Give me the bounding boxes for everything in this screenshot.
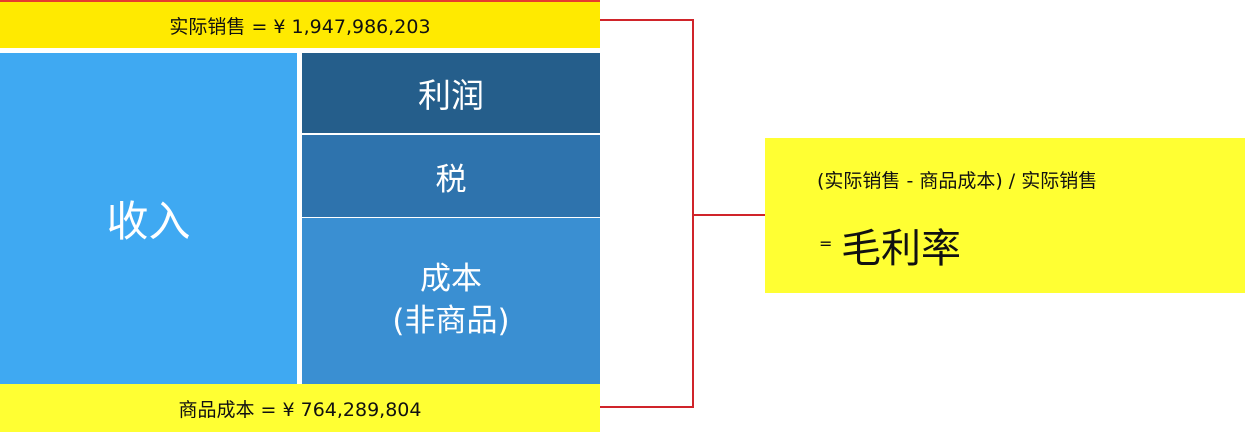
actual-sales-banner: 实际销售 = ¥ 1,947,986,203 xyxy=(0,0,600,48)
bracket-line xyxy=(600,19,694,408)
equals-sign: = xyxy=(819,234,833,253)
revenue-label: 收入 xyxy=(106,197,191,246)
cost-sublabel: (非商品) xyxy=(392,303,510,339)
tax-block: 税 xyxy=(302,135,600,217)
bracket-connector xyxy=(600,19,770,408)
revenue-block: 收入 xyxy=(0,53,297,384)
gross-margin-formula-box: (实际销售 - 商品成本) / 实际销售 = 毛利率 xyxy=(765,138,1245,293)
cost-label: 成本 xyxy=(420,261,482,298)
cost-of-goods-banner: 商品成本 = ¥ 764,289,804 xyxy=(0,384,600,432)
profit-block: 利润 xyxy=(302,53,600,133)
cost-of-goods-label: 商品成本 = ¥ 764,289,804 xyxy=(178,398,422,421)
formula-expression: (实际销售 - 商品成本) / 实际销售 xyxy=(817,170,1098,192)
non-goods-cost-block: 成本 (非商品) xyxy=(302,218,600,384)
tax-label: 税 xyxy=(435,161,467,198)
gross-margin-label: 毛利率 xyxy=(841,226,961,272)
actual-sales-label: 实际销售 = ¥ 1,947,986,203 xyxy=(169,15,431,38)
profit-label: 利润 xyxy=(418,76,484,115)
